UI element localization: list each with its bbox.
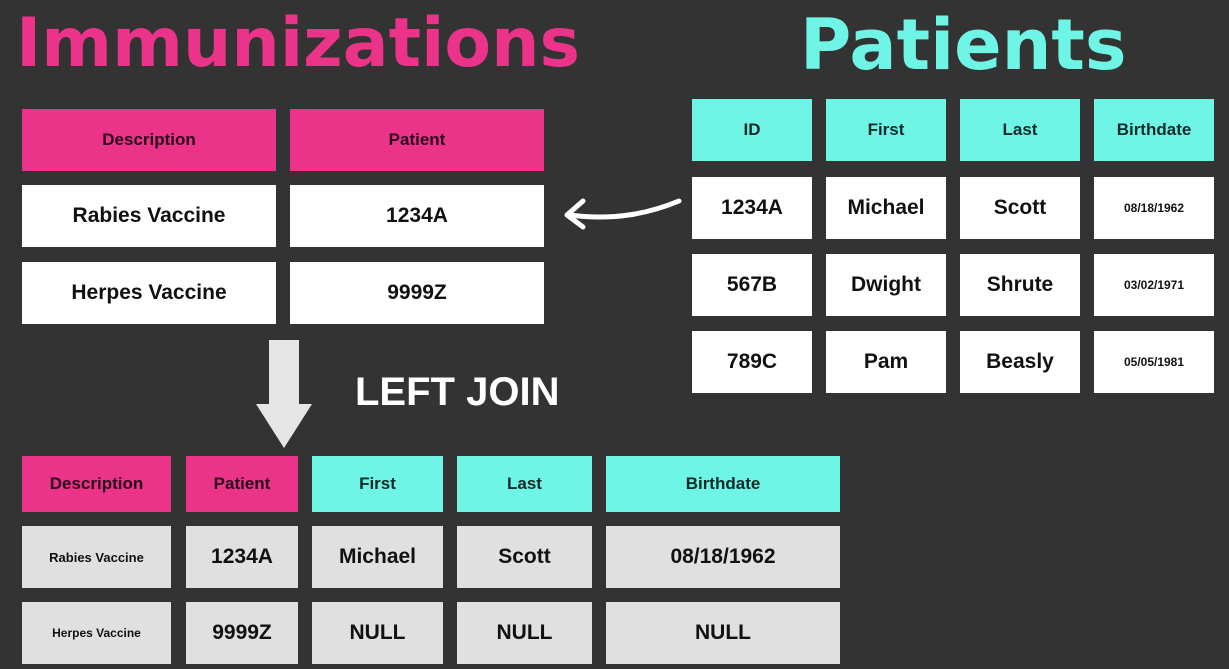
immunizations-header-description: Description [22,109,276,171]
patients-cell: Beasly [960,331,1080,393]
result-header-birthdate: Birthdate [606,456,840,512]
result-header-description: Description [22,456,171,512]
result-cell: 08/18/1962 [606,526,840,588]
patients-cell: Dwight [826,254,946,316]
result-header-last: Last [457,456,592,512]
curved-arrow-icon [564,198,682,230]
result-cell: Rabies Vaccine [22,526,171,588]
patients-header-birthdate: Birthdate [1094,99,1214,161]
result-cell: NULL [457,602,592,664]
down-arrow-icon [256,340,312,448]
patients-header-first: First [826,99,946,161]
patients-cell: Pam [826,331,946,393]
immunizations-cell: 9999Z [290,262,544,324]
patients-header-last: Last [960,99,1080,161]
join-label: LEFT JOIN [355,370,560,414]
result-cell: Scott [457,526,592,588]
patients-cell: 567B [692,254,812,316]
result-cell: NULL [312,602,443,664]
patients-header-id: ID [692,99,812,161]
result-header-patient: Patient [186,456,298,512]
patients-cell: 789C [692,331,812,393]
result-cell: Michael [312,526,443,588]
immunizations-cell: Herpes Vaccine [22,262,276,324]
patients-cell: 08/18/1962 [1094,177,1214,239]
result-cell: Herpes Vaccine [22,602,171,664]
result-cell: 1234A [186,526,298,588]
immunizations-title: Immunizations [16,4,581,83]
patients-title: Patients [800,4,1127,86]
result-cell: 9999Z [186,602,298,664]
immunizations-cell: Rabies Vaccine [22,185,276,247]
result-header-first: First [312,456,443,512]
patients-cell: 03/02/1971 [1094,254,1214,316]
patients-cell: 1234A [692,177,812,239]
immunizations-header-patient: Patient [290,109,544,171]
patients-cell: Shrute [960,254,1080,316]
patients-cell: Michael [826,177,946,239]
patients-cell: 05/05/1981 [1094,331,1214,393]
patients-cell: Scott [960,177,1080,239]
result-cell: NULL [606,602,840,664]
immunizations-cell: 1234A [290,185,544,247]
